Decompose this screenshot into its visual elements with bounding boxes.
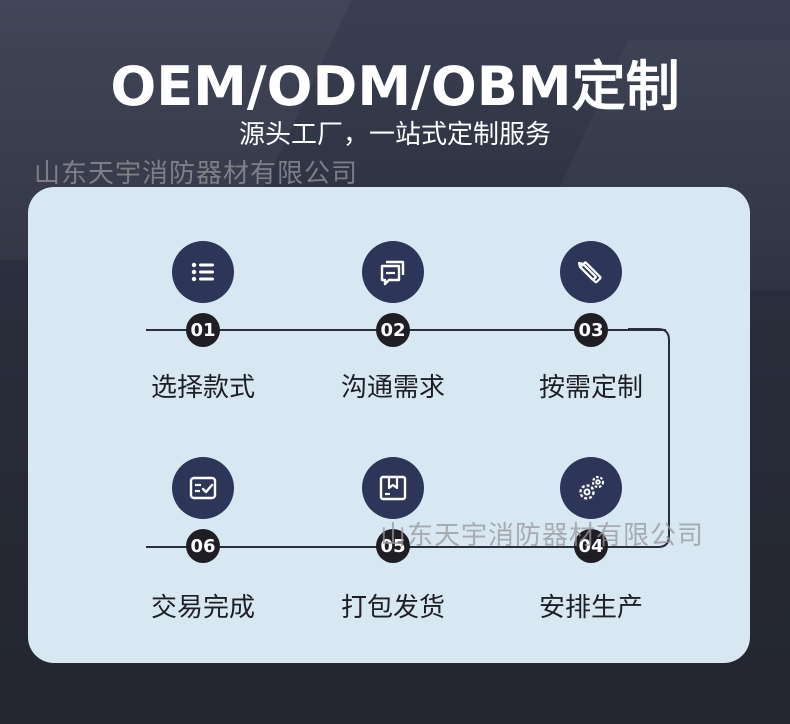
- checked-card-icon: [189, 476, 217, 500]
- step-03-label: 按需定制: [538, 373, 643, 403]
- process-card: 01 选择款式 02 沟通需求 03 按需定制 06 交易完成: [28, 187, 750, 663]
- step-06-icon-circle: [172, 457, 234, 519]
- step-01-icon-circle: [172, 241, 234, 303]
- step-01-number: 01: [186, 313, 220, 347]
- step-05-label: 打包发货: [340, 593, 445, 623]
- connector-curve: [628, 328, 670, 548]
- step-02-label: 沟通需求: [340, 373, 445, 403]
- page-subtitle: 源头工厂，一站式定制服务: [238, 120, 551, 150]
- step-04-number: 04: [574, 529, 608, 563]
- chat-icon: [380, 260, 405, 286]
- step-03-number: 03: [574, 313, 608, 347]
- step-02-icon-circle: [362, 241, 424, 303]
- watermark: 山东天宇消防器材有限公司: [380, 521, 705, 551]
- step-05-icon-circle: [362, 457, 424, 519]
- step-04-icon-circle: [560, 457, 622, 519]
- package-icon: [379, 475, 407, 501]
- step-06-label: 交易完成: [150, 593, 255, 623]
- step-01-label: 选择款式: [150, 373, 255, 403]
- pencil-ruler-icon: [577, 261, 602, 284]
- step-04-label: 安排生产: [538, 593, 643, 623]
- page-title: OEM/ODM/OBM定制: [110, 55, 680, 118]
- step-06-number: 06: [186, 529, 220, 563]
- gears-icon: [579, 475, 605, 500]
- watermark: 山东天宇消防器材有限公司: [34, 159, 359, 189]
- step-03-icon-circle: [560, 241, 622, 303]
- step-02-number: 02: [376, 313, 410, 347]
- list-icon: [191, 262, 214, 282]
- step-05-number: 05: [376, 529, 410, 563]
